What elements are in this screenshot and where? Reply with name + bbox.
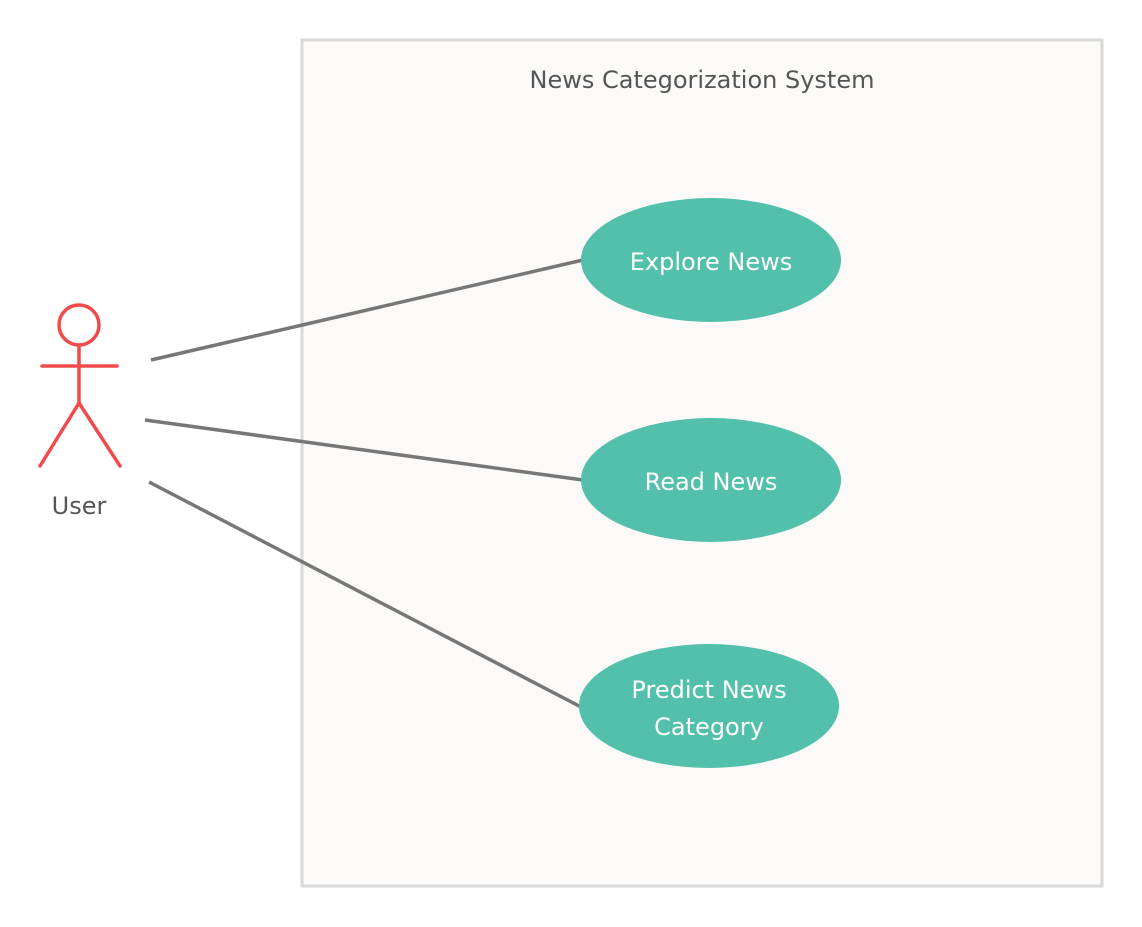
association-read-news (144, 418, 584, 482)
stick-figure-icon (38, 303, 122, 468)
use-case-ellipse (579, 644, 839, 768)
actor-label: User (52, 492, 107, 520)
association-explore-news (150, 258, 584, 362)
association-predict-news-category (148, 480, 582, 709)
use-case-label-line-2: Category (654, 713, 764, 741)
use-case-label-line-1: Predict News (631, 676, 786, 704)
system-title: News Categorization System (530, 66, 875, 94)
use-case-explore-news[interactable]: Explore News (581, 198, 841, 322)
use-case-ellipse (581, 198, 841, 322)
use-case-label: Explore News (630, 248, 793, 276)
use-case-ellipse (581, 418, 841, 542)
use-case-label: Read News (645, 468, 778, 496)
use-case-read-news[interactable]: Read News (581, 418, 841, 542)
use-case-predict-news-category[interactable]: Predict News Category (579, 644, 839, 768)
actor-user[interactable]: User (38, 303, 122, 520)
